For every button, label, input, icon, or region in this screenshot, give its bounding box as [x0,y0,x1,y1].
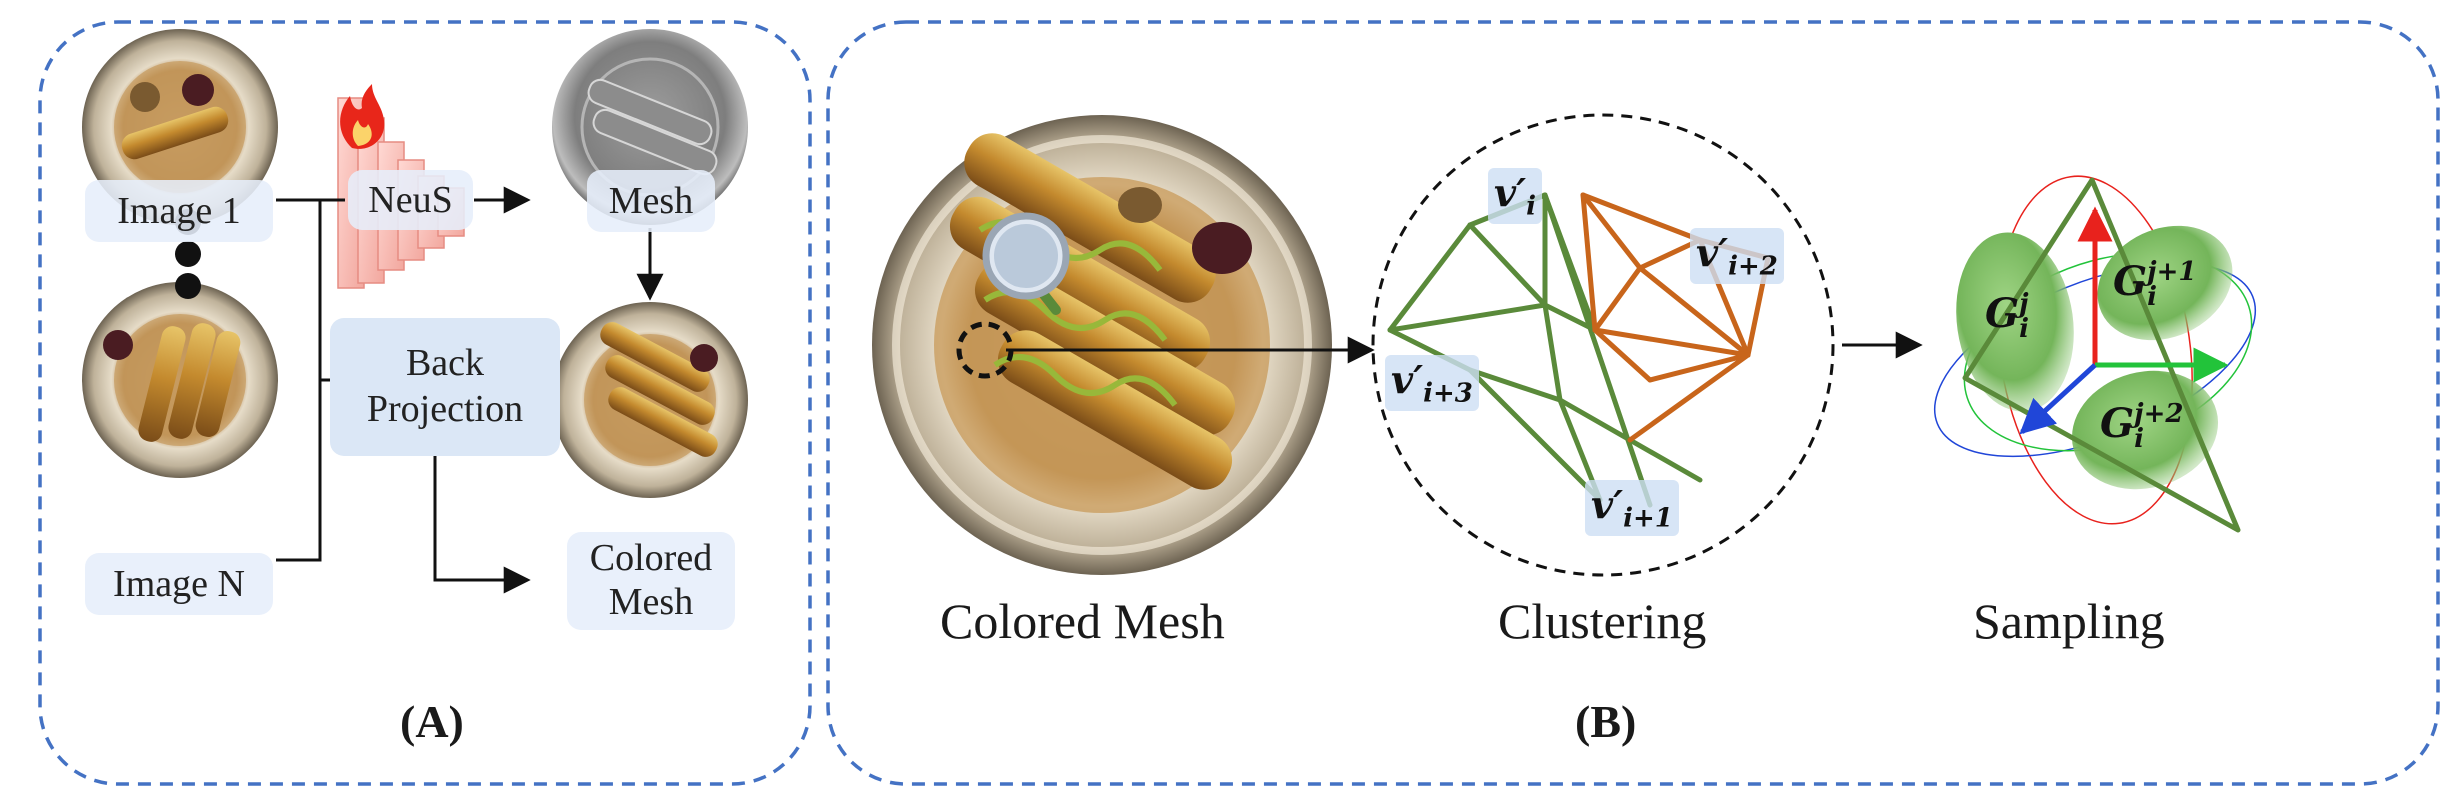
vertex-label-i: v′i [1488,168,1543,224]
fire-icon [340,84,385,149]
panel-a-label: (A) [400,696,464,747]
image-n-label: Image N [85,553,273,615]
mesh-label: Mesh [587,170,715,232]
caption-sampling: Sampling [1973,593,2165,649]
vertex-label-i-plus-2: v′i+2 [1690,228,1784,284]
green-edges [1387,192,1703,508]
gaussian-j [1956,232,2074,412]
clustering-circle [1371,113,1835,577]
image-n-thumbnail [82,282,278,478]
neus-label: NeuS [348,170,473,230]
vertex-label-i-plus-1: v′i+1 [1585,480,1679,536]
image-1-thumbnail [82,29,278,225]
colored-mesh-label: Colored Mesh [567,532,735,630]
colored-mesh-thumbnail [552,302,748,498]
panel-b-border [826,20,2440,786]
panel-a-border [38,20,812,786]
gaussian-j-plus-1 [2097,225,2233,341]
panel-b-label: (B) [1575,696,1637,747]
colored-mesh-large [872,115,1332,575]
caption-colored-mesh: Colored Mesh [940,593,1225,649]
magnifier-icon [982,212,1070,315]
ellipsis-dot [175,273,201,299]
caption-clustering: Clustering [1498,593,1707,649]
image-1-label: Image 1 [85,180,273,242]
ellipsis-dot [175,241,201,267]
vertex-label-i-plus-3: v′i+3 [1385,355,1479,411]
sampling-figure [1933,175,2257,533]
back-projection-box: Back Projection [330,318,560,456]
